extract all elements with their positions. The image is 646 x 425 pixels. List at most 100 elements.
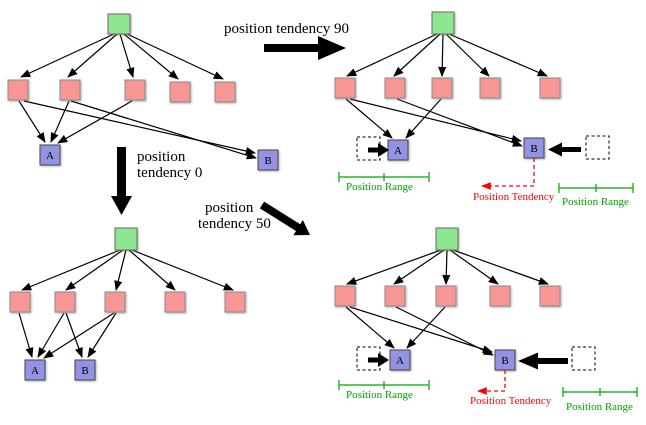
edge — [452, 249, 549, 285]
position-tendency-arrow — [481, 158, 535, 190]
leaf-node — [479, 77, 501, 99]
position-range-label: Position Range — [346, 181, 413, 193]
root-node — [435, 227, 459, 251]
edge — [21, 249, 121, 291]
edge — [349, 98, 522, 143]
edge — [396, 98, 523, 147]
node-b-label: B — [81, 365, 88, 377]
position-tendency-label: Position Tendency — [470, 395, 552, 407]
edge — [405, 98, 442, 139]
annotation-tendency-90: position tendency 90 — [224, 21, 349, 60]
edge — [393, 249, 445, 285]
ghost-node-b — [585, 135, 610, 160]
edge — [126, 33, 224, 80]
leaf-node — [104, 291, 126, 313]
edge — [67, 33, 118, 78]
tree-top-right: A B Position Range Position Tendency Pos… — [334, 11, 634, 208]
leaf-node — [334, 77, 356, 99]
leaf-node — [334, 285, 356, 307]
leaf-node — [164, 291, 186, 313]
tree-top-left: A B — [7, 13, 279, 171]
edge — [43, 312, 115, 359]
edge — [445, 33, 490, 77]
edge — [23, 100, 256, 155]
edge — [442, 249, 451, 286]
edge — [65, 312, 83, 358]
edge — [128, 249, 176, 291]
leaf-node — [489, 285, 511, 307]
edges — [18, 33, 257, 160]
tendency-90-text: position tendency 90 — [224, 21, 349, 37]
position-range-label: Position Range — [562, 196, 629, 208]
position-tendency-arrow — [477, 370, 506, 395]
position-range-ruler-b: Position Range — [562, 387, 638, 413]
node-a-label: A — [394, 145, 402, 157]
edge — [18, 312, 34, 358]
leaf-node — [384, 285, 406, 307]
root-node — [431, 11, 455, 35]
edge — [37, 312, 65, 358]
child-node-a — [39, 144, 61, 166]
leaf-node — [124, 79, 146, 101]
edge — [87, 312, 117, 358]
annotation-tendency-50: position tendency 50 — [198, 200, 310, 236]
tree-bottom-left: A B — [9, 227, 246, 381]
node-b-label: B — [501, 355, 508, 367]
edge — [406, 306, 446, 349]
edge — [345, 306, 395, 349]
big-arrow-right-icon — [264, 36, 346, 60]
edge — [346, 33, 438, 77]
edge — [438, 33, 447, 78]
child-node-a — [24, 359, 46, 381]
edge — [18, 100, 46, 143]
edge — [131, 249, 234, 291]
shift-arrow-right-icon — [368, 143, 389, 157]
leaf-node — [431, 77, 453, 99]
edge — [70, 100, 257, 160]
edge — [20, 33, 115, 78]
node-a-label: A — [396, 355, 404, 367]
child-node-b — [74, 359, 96, 381]
leaf-node — [435, 285, 457, 307]
node-b-label: B — [530, 143, 537, 155]
node-a-label: A — [46, 150, 54, 162]
shift-arrow-right-icon — [368, 353, 389, 367]
shift-arrow-left-icon — [548, 142, 581, 157]
leaf-node — [9, 291, 31, 313]
child-node-b — [257, 149, 279, 171]
position-range-ruler-a: Position Range — [338, 172, 430, 193]
root-node — [107, 13, 131, 35]
position-range-label: Position Range — [346, 389, 413, 401]
edges — [18, 249, 234, 359]
edge — [349, 306, 493, 354]
leaf-node — [224, 291, 246, 313]
ghost-node-b — [571, 346, 596, 371]
leaf-node — [54, 291, 76, 313]
big-arrow-diagonal-icon — [259, 201, 310, 236]
edges — [345, 33, 548, 147]
edge — [346, 249, 442, 285]
edge — [345, 98, 393, 139]
edge — [65, 249, 124, 291]
tendency-50-text-line1: position — [205, 200, 254, 216]
tendency-50-text-line2: tendency 50 — [198, 216, 271, 232]
edge — [393, 33, 441, 77]
edge — [50, 100, 70, 143]
leaf-node — [169, 81, 191, 103]
big-arrow-down-icon — [111, 147, 132, 215]
edge — [448, 33, 548, 77]
shift-arrow-left-icon — [518, 352, 568, 370]
edge — [119, 33, 135, 78]
edge — [114, 249, 127, 291]
edge — [395, 306, 494, 356]
node-b-label: B — [264, 155, 271, 167]
leaf-node — [59, 79, 81, 101]
leaf-node — [214, 81, 236, 103]
child-node-a — [389, 349, 411, 371]
tendency-0-text-line2: tendency 0 — [137, 165, 202, 181]
root-node — [114, 227, 138, 251]
edges — [345, 249, 549, 356]
leaf-node — [539, 77, 561, 99]
